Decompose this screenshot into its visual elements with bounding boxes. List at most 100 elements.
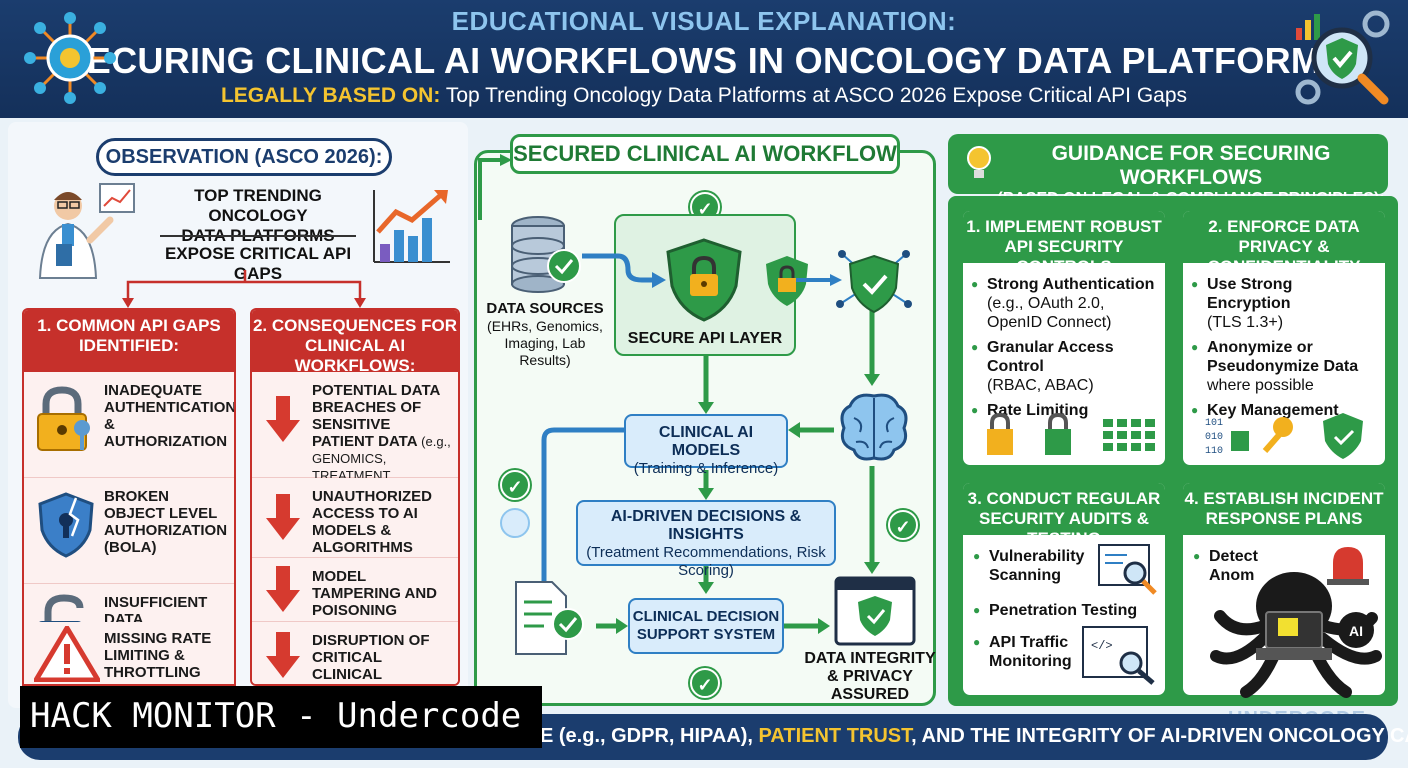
- browser-shield-icon: [834, 576, 916, 646]
- guidance-banner: GUIDANCE FOR SECURING WORKFLOWS (BASED O…: [948, 134, 1388, 207]
- svg-text:AI: AI: [1349, 623, 1363, 639]
- down-arrow-icon: [266, 396, 300, 442]
- guidance-bullet: Use Strong Encryption(TLS 1.3+): [1191, 275, 1377, 332]
- decisions-detail: (Treatment Recommendations, Risk Scoring…: [586, 544, 826, 579]
- encryption-key-shield-icon: 101 010 110: [1205, 413, 1363, 459]
- hacker-octopus-logo: AI: [1210, 572, 1382, 698]
- alarm-siren-icon: [1327, 547, 1369, 585]
- database-icon: [511, 216, 581, 293]
- guidance-card-heading: 3. CONDUCT REGULAR SECURITY AUDITS & TES…: [963, 483, 1165, 548]
- gap-item: INADEQUATE AUTHENTICATION & AUTHORIZATIO…: [24, 372, 234, 478]
- network-virus-icon: [24, 12, 116, 104]
- workflow-connectors: [478, 154, 880, 634]
- hack-monitor-label: HACK MONITOR - Undercode: [30, 696, 522, 736]
- gap-text: BROKEN OBJECT LEVEL AUTHORIZATION (BOLA): [104, 488, 228, 556]
- consequences-column: 2. CONSEQUENCES FOR CLINICAL AI WORKFLOW…: [250, 308, 460, 686]
- gap-text: MISSING RATE LIMITING & THROTTLING: [104, 630, 212, 681]
- guidance-bullet: Strong Authentication(e.g., OAuth 2.0, O…: [971, 275, 1157, 332]
- scan-magnifier-icon: [1098, 544, 1157, 595]
- broken-shield-icon: [38, 492, 94, 558]
- guidance-card-heading: 2. ENFORCE DATA PRIVACY & CONFIDENTIALIT…: [1183, 211, 1385, 276]
- guidance-card-heading: 1. IMPLEMENT ROBUST API SECURITY CONTROL…: [963, 211, 1165, 276]
- guidance-bullet: Vulnerability Scanning: [973, 547, 1084, 585]
- secure-api-layer-label: SECURE API LAYER: [627, 330, 783, 347]
- magnifier-shield-gear-icon: [1295, 10, 1390, 105]
- hack-monitor-overlay: HACK MONITOR - Undercode: [20, 686, 542, 748]
- observation-line1: TOP TRENDING ONCOLOGY: [194, 186, 322, 225]
- api-gaps-heading: 1. COMMON API GAPS IDENTIFIED:: [24, 310, 234, 372]
- footer-patient-trust: PATIENT TRUST: [758, 725, 912, 747]
- lightbulb-icon: [967, 146, 991, 178]
- svg-text:101: 101: [1205, 418, 1223, 429]
- consequence-item: UNAUTHORIZED ACCESS TO AI MODELS & ALGOR…: [252, 478, 458, 558]
- workflow-title: SECURED CLINICAL AI WORKFLOW: [510, 134, 900, 174]
- clinical-ai-models-box: CLINICAL AI MODELS(Training & Inference): [624, 414, 788, 477]
- guidance-bullet: API Traffic Monitoring: [973, 633, 1083, 671]
- check-icon: ✓: [888, 510, 918, 540]
- guidance-bullet: Key Management: [1191, 401, 1377, 420]
- shield-lock-icon: [666, 238, 742, 322]
- shield-network-icon: [836, 250, 912, 314]
- consequence-text: MODEL TAMPERING AND POISONING: [312, 568, 437, 619]
- consequence-item: POTENTIAL DATA BREACHES OF SENSITIVE PAT…: [252, 372, 458, 500]
- guidance-title: GUIDANCE FOR SECURING WORKFLOWS: [1051, 142, 1331, 189]
- guidance-card-2: 2. ENFORCE DATA PRIVACY & CONFIDENTIALIT…: [1180, 208, 1388, 468]
- ai-decisions-box: AI-DRIVEN DECISIONS & INSIGHTS(Treatment…: [576, 500, 836, 579]
- doctor-icon: [38, 183, 135, 279]
- cdss-box: CLINICAL DECISION SUPPORT SYSTEM: [628, 598, 784, 654]
- footer-text-c: , AND THE INTEGRITY OF AI-DRIVEN ONCOLOG…: [911, 725, 1408, 747]
- observation-heading: TOP TRENDING ONCOLOGY DATA PLATFORMS: [146, 186, 370, 246]
- models-title: CLINICAL AI MODELS: [658, 424, 754, 459]
- check-icon: ✓: [500, 470, 530, 500]
- guidance-bullet: Granular Access Control(RBAC, ABAC): [971, 338, 1157, 395]
- footer-text-a: E (e.g., GDPR, HIPAA),: [540, 725, 759, 747]
- guidance-card-heading: 4. ESTABLISH INCIDENT RESPONSE PLANS: [1183, 483, 1385, 535]
- guidance-bullet: Detect Anom: [1193, 547, 1303, 585]
- brain-icon: [840, 393, 908, 461]
- gap-item: MISSING RATE LIMITING & THROTTLING: [22, 622, 236, 686]
- consequences-heading: 2. CONSEQUENCES FOR CLINICAL AI WORKFLOW…: [252, 310, 458, 375]
- locks-grid-icon: [987, 412, 1155, 455]
- down-arrow-icon: [266, 566, 300, 612]
- header-title: SECURING CLINICAL AI WORKFLOWS IN ONCOLO…: [62, 40, 1346, 81]
- check-icon: ✓: [690, 668, 720, 698]
- svg-text:</>: </>: [1091, 639, 1113, 653]
- down-arrow-icon: [266, 632, 300, 678]
- padlock-key-icon: [37, 386, 90, 451]
- branch-arrows: [122, 270, 366, 308]
- legal-label: LEGALLY BASED ON:: [220, 84, 441, 107]
- consequence-item: MODEL TAMPERING AND POISONING: [252, 558, 458, 622]
- data-sources-detail: (EHRs, Genomics, Imaging, Lab Results): [487, 318, 603, 368]
- guidance-bullet: Penetration Testing: [973, 601, 1163, 620]
- info-bubble-icon: [500, 508, 530, 538]
- down-arrow-icon: [266, 494, 300, 540]
- guidance-card-3: 3. CONDUCT REGULAR SECURITY AUDITS & TES…: [960, 480, 1168, 698]
- consequence-item: DISRUPTION OF CRITICAL CLINICAL DECISION…: [252, 622, 458, 684]
- warning-triangle-icon: [34, 626, 100, 682]
- observation-pill: OBSERVATION (ASCO 2026):: [96, 138, 392, 176]
- header-subtitle: EDUCATIONAL VISUAL EXPLANATION:: [451, 6, 957, 36]
- footer-text: E (e.g., GDPR, HIPAA), PATIENT TRUST, AN…: [540, 725, 1408, 748]
- gap-item: BROKEN OBJECT LEVEL AUTHORIZATION (BOLA): [24, 478, 234, 584]
- small-shield-lock-icon: [766, 256, 808, 306]
- document-check-icon: [515, 581, 584, 655]
- gap-text: INADEQUATE AUTHENTICATION & AUTHORIZATIO…: [104, 382, 236, 450]
- integrity-label: DATA INTEGRITY & PRIVACY ASSURED: [804, 650, 936, 703]
- models-detail: (Training & Inference): [633, 460, 779, 477]
- observation-line3: EXPOSE CRITICAL API GAPS: [164, 244, 352, 283]
- header-legal-line: LEGALLY BASED ON: Top Trending Oncology …: [0, 84, 1408, 108]
- header-banner: EDUCATIONAL VISUAL EXPLANATION: SECURING…: [0, 0, 1408, 118]
- consequence-text: DISRUPTION OF CRITICAL CLINICAL DECISION…: [312, 632, 430, 684]
- legal-text: Top Trending Oncology Data Platforms at …: [445, 84, 1188, 107]
- decisions-title: AI-DRIVEN DECISIONS & INSIGHTS: [610, 508, 802, 543]
- svg-text:010: 010: [1205, 432, 1223, 443]
- consequence-main: POTENTIAL DATA BREACHES OF SENSITIVE PAT…: [312, 382, 440, 450]
- code-monitor-icon: </>: [1082, 626, 1155, 685]
- rising-bar-chart-icon: [373, 190, 450, 263]
- svg-text:110: 110: [1205, 446, 1223, 457]
- consequence-text: UNAUTHORIZED ACCESS TO AI MODELS & ALGOR…: [312, 488, 432, 556]
- divider: [160, 235, 356, 237]
- guidance-card-1: 1. IMPLEMENT ROBUST API SECURITY CONTROL…: [960, 208, 1168, 468]
- data-sources-label: DATA SOURCES: [486, 300, 604, 317]
